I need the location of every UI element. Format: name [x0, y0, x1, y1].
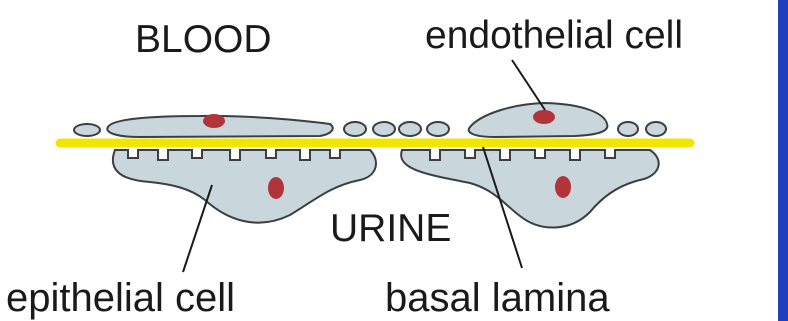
- blood-label: BLOOD: [135, 20, 272, 59]
- epithelial-cell-label: epithelial cell: [6, 278, 235, 318]
- epithelial-nucleus-left: [268, 177, 284, 199]
- urine-label: URINE: [330, 209, 451, 248]
- basal-lamina-label: basal lamina: [385, 278, 610, 318]
- epithelial-nucleus-right: [555, 176, 571, 198]
- endothelial-nucleus-right: [533, 110, 555, 124]
- endothelial-leader-line: [512, 60, 545, 110]
- endothelial-cell-label: endothelial cell: [425, 16, 683, 55]
- slide-edge-bar: [778, 0, 788, 321]
- epithelial-leader-line: [183, 185, 212, 272]
- endothelial-nucleus-left: [203, 114, 225, 128]
